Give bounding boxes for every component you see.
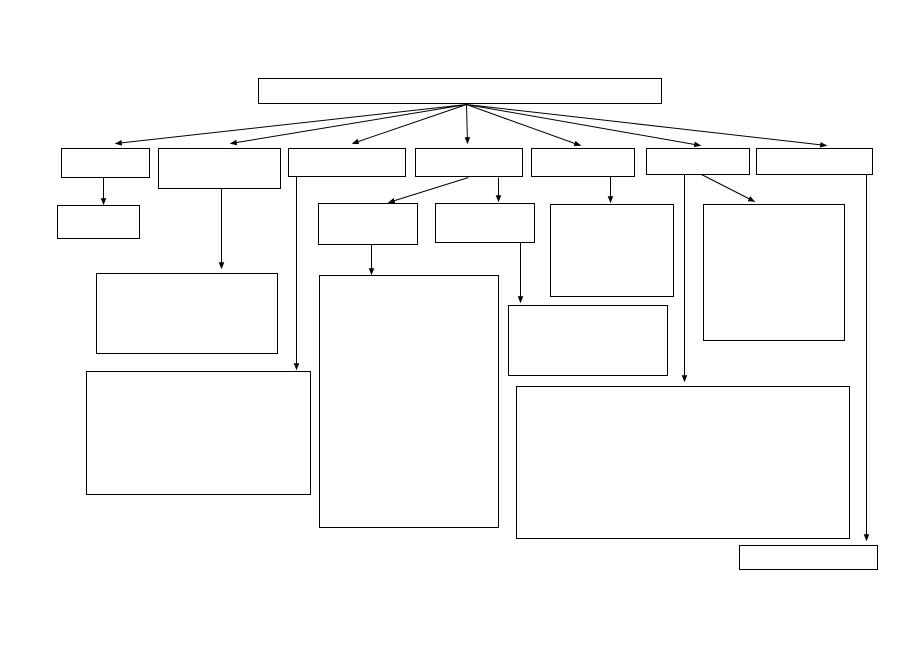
connector-segment <box>229 104 467 146</box>
node-box <box>703 204 845 341</box>
connector-segment <box>466 104 702 148</box>
node-box <box>61 148 150 178</box>
node-box <box>646 148 750 175</box>
diagram-node-n2 <box>158 148 281 189</box>
diagram-node-n5a <box>550 204 674 297</box>
diagram-node-n7a <box>739 545 878 570</box>
diagram-node-root <box>258 78 662 104</box>
node-box <box>258 78 662 104</box>
node-box <box>756 148 873 175</box>
connector-segment <box>466 104 582 147</box>
diagram-node-n4b <box>435 203 535 243</box>
node-box <box>739 545 878 570</box>
connector-arrow-root-to-n7 <box>466 104 828 148</box>
diagram-node-n4a1 <box>319 275 499 528</box>
node-layer <box>57 78 878 570</box>
node-box <box>415 148 523 177</box>
edge-layer <box>100 104 870 542</box>
diagram-node-n4 <box>415 148 523 177</box>
diagram-node-n2a <box>96 273 278 354</box>
node-box <box>288 148 406 177</box>
connector-arrow-root-to-n6 <box>466 104 702 148</box>
connector-arrow-n6-to-n6a <box>701 174 756 202</box>
node-box <box>435 203 535 243</box>
connector-arrow-root-to-n2 <box>229 104 467 146</box>
node-box <box>158 148 281 189</box>
node-box <box>319 275 499 528</box>
node-box <box>508 305 668 376</box>
diagram-node-n3a <box>86 371 311 495</box>
node-box <box>550 204 674 297</box>
connector-arrow-root-to-n3 <box>351 104 467 145</box>
diagram-node-n1a <box>57 205 140 239</box>
diagram-node-n7 <box>756 148 873 175</box>
diagram-node-n4a <box>318 203 418 245</box>
connector-arrow-root-to-n5 <box>466 104 582 147</box>
diagram-node-n6 <box>646 148 750 175</box>
connector-segment <box>701 174 756 202</box>
connector-segment <box>464 104 471 145</box>
node-box <box>531 148 635 177</box>
connector-segment <box>387 177 469 204</box>
connector-segment <box>466 104 828 148</box>
node-box <box>96 273 278 354</box>
connector-segment <box>114 104 467 146</box>
diagram-node-n6a <box>703 204 845 341</box>
diagram-node-n3 <box>288 148 406 177</box>
node-box <box>57 205 140 239</box>
node-box <box>318 203 418 245</box>
connector-segment <box>351 104 467 145</box>
connector-arrow-root-to-n4 <box>464 104 471 145</box>
node-box <box>86 371 311 495</box>
connector-arrow-root-to-n1 <box>114 104 467 146</box>
diagram-node-n6b <box>516 386 850 539</box>
node-box <box>516 386 850 539</box>
diagram-node-n1 <box>61 148 150 178</box>
diagram-node-n4b1 <box>508 305 668 376</box>
diagram-node-n5 <box>531 148 635 177</box>
connector-arrow-n4-to-n4a <box>387 177 469 204</box>
